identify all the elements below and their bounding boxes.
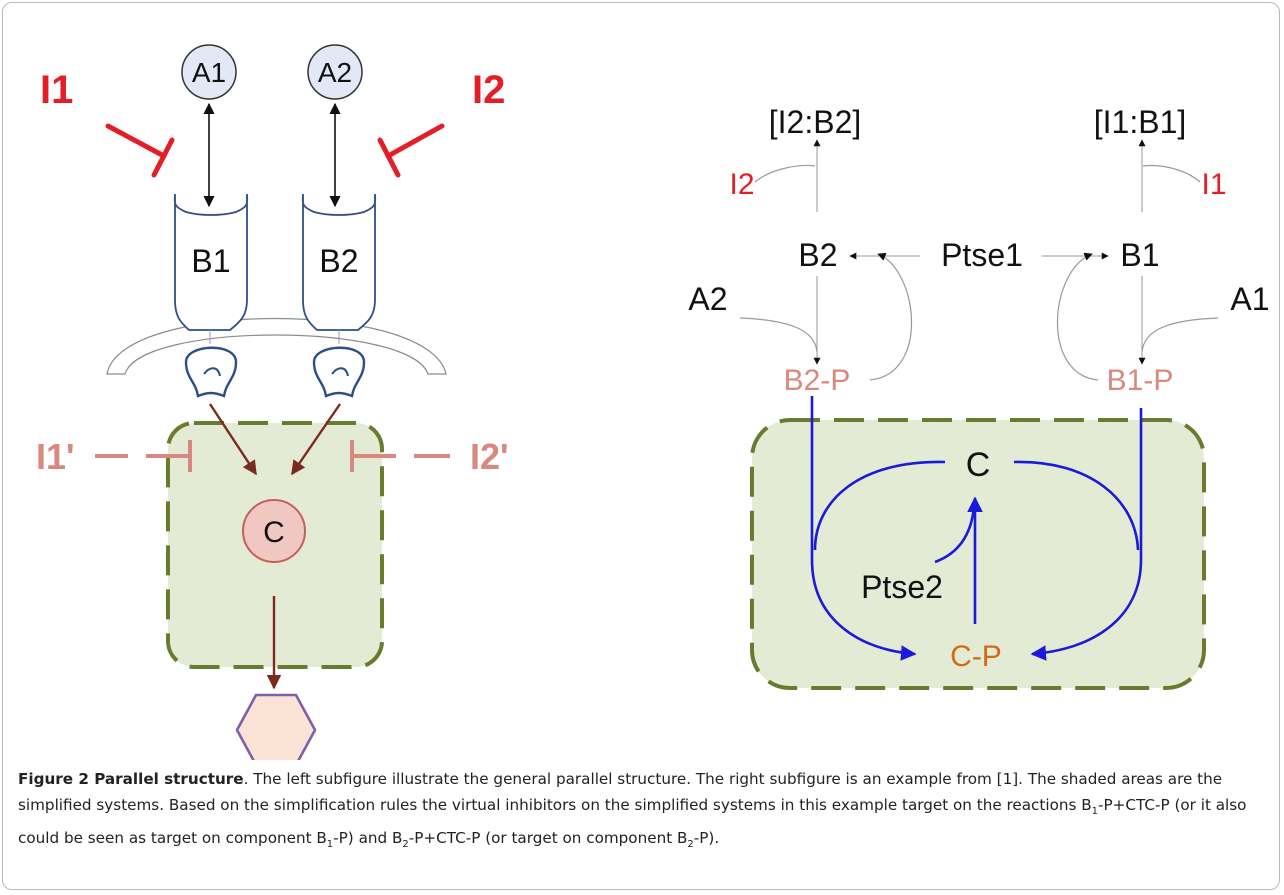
- node-cp-label: C-P: [950, 640, 1002, 673]
- node-a2-label: A2: [318, 57, 352, 88]
- node-a1-right-label: A1: [1230, 281, 1269, 317]
- inhibitor-i1-label: I1: [40, 68, 73, 112]
- node-b2p-label: B2-P: [784, 364, 851, 397]
- a2-phosphorylation-curve: [739, 317, 818, 353]
- inhibitor-i1-prime-tbar: [95, 440, 192, 472]
- c-to-cp-right-arrow: [1013, 460, 1140, 551]
- inhibitor-i1-prime-label: I1': [36, 436, 75, 477]
- inhibitor-i2-right-label: I2: [729, 168, 754, 201]
- b2-to-c-arrow: [291, 403, 341, 476]
- inhibitor-i2-prime-tbar: [350, 440, 450, 472]
- inhibitor-i1-right-label: I1: [1201, 168, 1226, 201]
- inhibitor-i1-tbar: [105, 123, 175, 178]
- node-a1-circle: [181, 44, 237, 100]
- caption-text-4: -P+CTC-P (or target on component B: [408, 829, 688, 848]
- node-b1-right-label: B1: [1120, 237, 1159, 273]
- caption-sub-2: 1: [326, 839, 334, 851]
- phosphatase-ptse2-label: Ptse2: [861, 569, 943, 605]
- figure-caption: Figure 2 Parallel structure. The left su…: [18, 766, 1268, 858]
- b2p-dephosphorylation-curve: [869, 252, 913, 381]
- receptor-b2-label: B2: [319, 243, 358, 279]
- output-hexagon: [235, 693, 317, 760]
- node-c-circle: [242, 499, 306, 563]
- caption-text-1: . The left subfigure illustrate the gene…: [18, 770, 1223, 814]
- a1-phosphorylation-curve: [1141, 317, 1219, 353]
- b1p-dephosphorylation-curve: [1056, 252, 1099, 381]
- caption-text-5: -P).: [693, 829, 720, 848]
- receptor-b1-label: B1: [191, 243, 230, 279]
- c-to-cp-left-arrow: [813, 460, 946, 551]
- node-a2-right-label: A2: [688, 281, 727, 317]
- right-diagram: [I2:B2] [I1:B1] I2 I1 B2 Ptse1 B1 A2 A1 …: [688, 104, 1270, 690]
- caption-sub-4: 2: [687, 839, 694, 851]
- b1-to-c-arrow: [208, 403, 258, 476]
- node-a2-circle: [307, 44, 363, 100]
- caption-sub-3: 2: [402, 839, 409, 851]
- caption-sub-1: 1: [1091, 806, 1099, 818]
- b1p-catalysis-arrow: [1030, 408, 1143, 661]
- node-c-right-label: C: [966, 446, 991, 484]
- caption-text-2: -P+CTC-P (or it also could be seen as ta…: [18, 796, 1247, 848]
- caption-text-3: -P) and B: [333, 829, 403, 848]
- left-diagram: A1 A2 I1 I2 B1: [36, 44, 509, 760]
- ptse2-catalysis-curve: [934, 505, 976, 564]
- node-b2-right-label: B2: [798, 237, 837, 273]
- receptor-b2: [301, 193, 377, 398]
- complex-i2-b2-label: [I2:B2]: [769, 104, 862, 140]
- receptor-b1: [173, 193, 249, 398]
- caption-title: Figure 2 Parallel structure: [18, 770, 244, 788]
- inhibitor-i2-prime-label: I2': [470, 436, 509, 477]
- i2-binding-curve: [754, 164, 816, 183]
- node-b1p-label: B1-P: [1107, 364, 1174, 397]
- inhibitor-i2-label: I2: [472, 68, 505, 112]
- complex-i1-b1-label: [I1:B1]: [1094, 104, 1187, 140]
- right-shaded-area: [750, 418, 1206, 690]
- i1-binding-curve: [1142, 164, 1201, 183]
- phosphatase-ptse1-label: Ptse1: [941, 237, 1023, 273]
- figure-diagrams: A1 A2 I1 I2 B1: [36, 44, 1270, 760]
- b2p-catalysis-arrow: [810, 396, 917, 661]
- inhibitor-i2-tbar: [377, 123, 445, 178]
- node-a1-label: A1: [192, 57, 226, 88]
- node-c-label: C: [263, 516, 285, 549]
- membrane-arc: [106, 317, 447, 375]
